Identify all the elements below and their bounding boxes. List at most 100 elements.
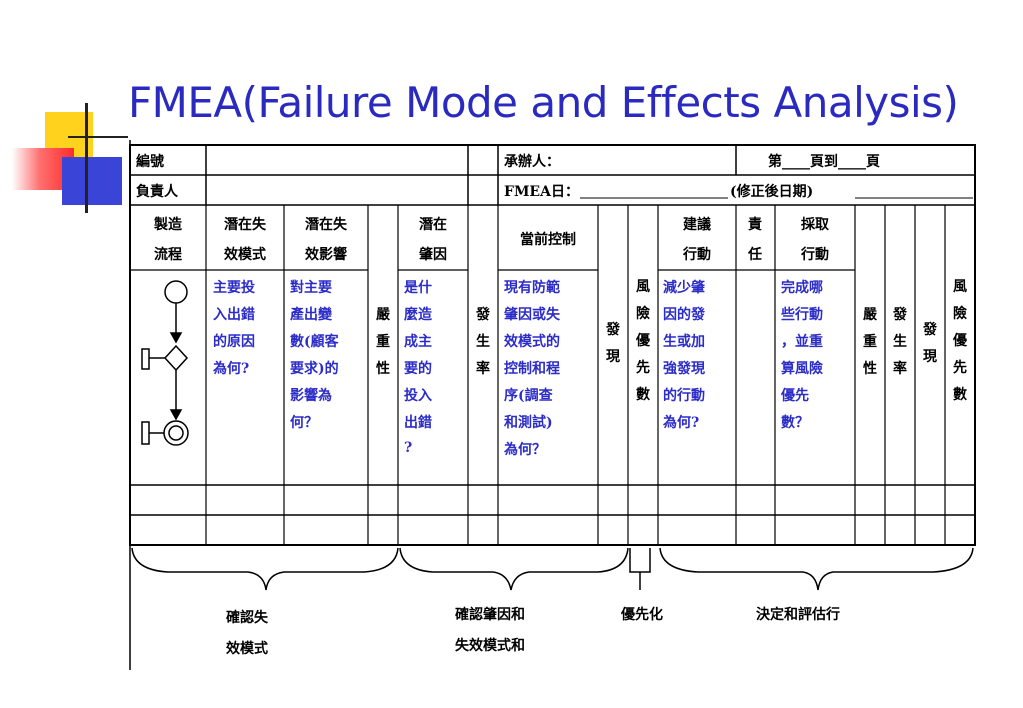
header-responsibility: 責 任 [747,216,762,263]
brace-prioritize [629,548,651,590]
desc-recommended-action-line: 減少肇 [663,279,706,296]
header-potential-cause-line: 肇因 [419,246,447,263]
desc-current-control-line: 和測試) [504,414,553,431]
desc-action-taken-line: 數？ [781,414,809,431]
label-form-no: 編號 [136,153,164,170]
header-responsibility-char: 任 [747,246,762,263]
decor-vertical-line [85,103,88,213]
desc-recommended-action: 減少肇 因的發 生或加 強發現 的行動 為何? [662,279,706,431]
header-occurrence-char: 發 [475,306,491,323]
desc-failure-effect-line: 對主要 [290,279,332,296]
desc-action-taken-line: ，並重 [781,333,823,350]
header-failure-mode-line: 效模式 [224,246,266,263]
desc-failure-effect-line: 影響為 [290,387,332,404]
flow-end-circle-inner [168,425,184,441]
caption-identify-failure-mode: 確認失 [226,609,269,626]
desc-action-taken-line: 些行動 [781,306,823,323]
desc-failure-effect-line: 產出變 [289,306,333,323]
header-rpn-char: 險 [636,305,650,322]
flow-arrowhead [169,409,183,421]
header-recommended-action: 建議 行動 [682,216,711,263]
slide-title: FMEA(Failure Mode and Effects Analysis) [128,78,959,127]
header-occurrence: 發 生 率 [475,306,491,377]
desc-current-control: 現有防範 肇因或失 效模式的 控制和程 序(調查 和測試) 為何？ [503,279,561,458]
flow-arrowhead [169,332,183,344]
desc-potential-cause: 是什 麼造 成主 要的 投入 出錯 ? [404,279,432,456]
header-detection-revised-char: 發 [922,321,938,338]
header-failure-effect-line: 潛在失 [305,216,348,233]
flow-end-circle-outer [163,420,189,446]
header-occurrence-char: 率 [476,360,490,377]
header-severity: 嚴 重 性 [376,307,391,377]
desc-action-taken-line: 算風險 [781,360,823,377]
desc-failure-mode-line: 入出錯 [213,306,255,323]
decor-blue-square [62,157,122,205]
desc-potential-cause-line: 投入 [404,388,432,404]
fmea-form-svg: 編號 承辦人： 第____頁到____頁 負責人 FMEA日： (修正後日期) … [129,140,976,670]
flow-input-box [141,348,150,370]
header-rpn-char: 風 [636,279,650,295]
grouping-braces [131,547,974,591]
header-rpn-revised-char: 先 [953,359,967,376]
desc-failure-effect: 對主要 產出變 數(顧客 要求)的 影響為 何？ [289,279,340,431]
header-occurrence-revised: 發 生 率 [892,306,908,377]
header-action-taken: 採取 行動 [800,216,830,263]
desc-current-control-line: 效模式的 [504,333,560,350]
desc-potential-cause-line: 出錯 [404,414,432,431]
header-severity-revised-char: 性 [863,360,877,377]
label-handler: 承辦人： [504,153,560,170]
label-fmea-date: FMEA日： [504,184,579,200]
header-process-line: 製造 [153,216,182,233]
desc-potential-cause-line: 成主 [404,333,432,350]
desc-failure-effect-line: 何？ [290,414,318,431]
header-potential-cause-line: 潛在 [419,216,447,233]
header-action-taken-line: 行動 [800,246,829,263]
header-severity-char: 嚴 [376,307,391,323]
desc-potential-cause-line: 麼造 [404,306,432,323]
header-potential-cause: 潛在 肇因 [419,216,447,263]
caption-prioritize: 優先化 [620,606,663,623]
header-rpn-revised: 風 險 優 先 數 [952,279,968,403]
header-rpn-revised-char: 數 [953,386,967,403]
desc-failure-mode-line: 為何? [212,360,249,377]
header-rpn-char: 數 [636,386,650,403]
desc-potential-cause-line: 是什 [404,279,432,296]
brace-identify-cause [399,547,629,591]
decor-horizontal-line [68,136,128,138]
desc-failure-mode-line: 主要投 [213,279,255,296]
header-occurrence-char: 生 [476,333,490,350]
header-action-taken-line: 採取 [801,216,830,233]
header-current-control: 當前控制 [520,231,576,248]
header-severity-revised: 嚴 重 性 [863,307,878,377]
desc-action-taken-line: 完成哪 [781,279,823,296]
header-recommended-action-line: 行動 [682,246,711,263]
header-severity-revised-char: 重 [863,333,877,350]
desc-failure-mode-line: 的原因 [213,333,255,350]
header-failure-effect: 潛在失 效影響 [305,216,348,263]
fmea-form-figure: 編號 承辦人： 第____頁到____頁 負責人 FMEA日： (修正後日期) … [128,140,978,670]
header-process: 製造 流程 [153,216,182,263]
label-page-range: 第____頁到____頁 [768,153,880,170]
header-detection-revised: 發 現 [922,321,938,365]
desc-current-control-line: 序(調查 [504,387,554,404]
header-occurrence-revised-char: 生 [893,333,907,350]
flow-input-box [141,421,150,445]
desc-action-taken: 完成哪 些行動 ，並重 算風險 優先 數？ [780,279,823,431]
header-detection-revised-char: 現 [923,349,937,365]
desc-recommended-action-line: 為何? [662,414,699,431]
header-rpn-char: 優 [635,332,651,349]
desc-recommended-action-line: 生或加 [663,333,705,350]
label-owner: 負責人 [136,183,179,200]
desc-potential-cause-line: ? [404,440,412,456]
header-detection: 發 現 [605,321,621,365]
header-occurrence-revised-char: 率 [893,360,907,377]
desc-recommended-action-line: 的行動 [663,387,705,404]
desc-failure-mode: 主要投 入出錯 的原因 為何? [212,279,255,377]
header-detection-char: 發 [605,321,621,338]
process-flow-diagram [141,280,189,446]
desc-current-control-line: 現有防範 [504,279,560,296]
brace-identify-failure-mode [131,547,399,591]
caption-identify-cause: 失效模式和 [455,637,525,654]
desc-current-control-line: 為何？ [503,441,546,458]
header-occurrence-revised-char: 發 [892,306,908,323]
